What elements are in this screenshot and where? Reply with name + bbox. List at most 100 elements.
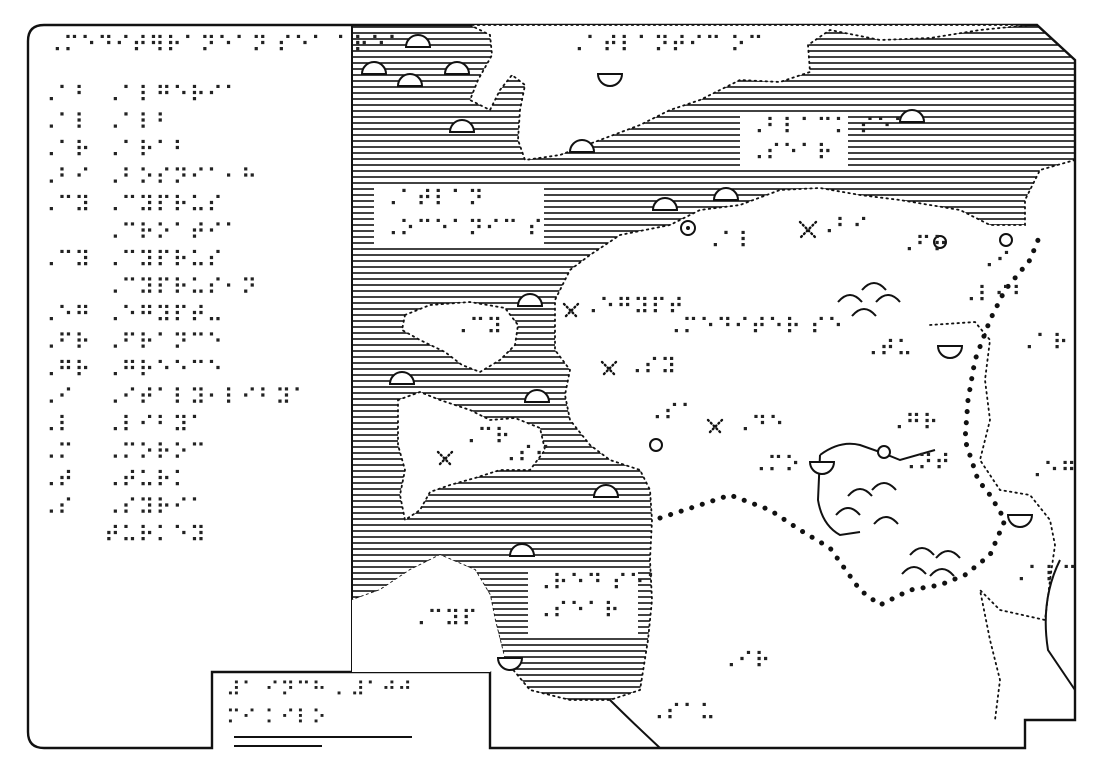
mountain-icon: [851, 308, 877, 317]
star-markers: [436, 220, 818, 468]
star-icon: [600, 360, 618, 378]
mountain-icon: [871, 482, 897, 491]
mountain-icon: [929, 568, 955, 577]
legend-key: ⠠⠑⠛: [40, 303, 91, 328]
legend-key: ⠠⠉⠽: [40, 193, 91, 218]
port-icon: [448, 119, 476, 133]
port-icon: [936, 345, 964, 359]
star-icon: [798, 220, 818, 240]
legend-key: ⠠⠁⠗: [40, 138, 91, 163]
port-icon: [508, 543, 536, 557]
land-south-west: [352, 555, 505, 672]
legend-key: ⠠⠞: [40, 468, 74, 493]
star-icon: [706, 418, 724, 436]
label-land-7: ⠠⠎⠽: [626, 355, 677, 380]
label-land-15: ⠠⠑⠛: [1026, 459, 1077, 484]
label-land-12: ⠠⠛⠗: [888, 411, 939, 436]
legend-label: ⠠⠊⠞⠁⠇⠽⠂⠇⠊⠃⠽⠁: [104, 386, 309, 411]
city-icon: [933, 235, 947, 249]
label-land-4: ⠠⠊: [978, 249, 1012, 274]
label-box: [740, 112, 848, 166]
label-land-11: ⠠⠙⠑: [734, 413, 785, 438]
legend-label: ⠠⠃⠕⠎⠝⠊⠁⠂⠓: [104, 166, 258, 191]
port-icon: [898, 109, 926, 123]
legend-title: ⠠⠍⠑⠙⠊⠞⠻⠗⠁⠝⠑⠁⠝ ⠎⠑⠁ ⠁⠗⠑⠁: [46, 33, 404, 58]
legend-key: ⠠⠁⠃: [40, 83, 91, 108]
label-land-13: ⠠⠍⠕: [750, 453, 801, 478]
mountain-icon: [909, 547, 935, 556]
legend-label: ⠠⠉⠗⠕⠁⠞⠊⠁: [104, 221, 241, 246]
label-black-sea: ⠠⠃⠇⠁⠉⠅ ⠎⠑⠁: [748, 115, 910, 140]
legend-label: ⠠⠋⠗⠁⠝⠉⠑: [104, 331, 224, 356]
land-north: [468, 24, 1031, 161]
label-land-6: ⠠⠑⠛⠽⠏⠞: [582, 295, 685, 320]
mountain-icon: [837, 294, 863, 303]
scale-line-2: ⠍⠊ ⠅⠊⠇⠕: [226, 705, 327, 729]
city-icon: [877, 445, 891, 459]
label-land-3: ⠠⠋⠗: [898, 233, 949, 258]
legend-key: ⠠⠎: [40, 496, 74, 521]
lake-outline: [816, 442, 936, 537]
label-black-sea-2: ⠠⠎⠑⠁⠗: [748, 141, 834, 166]
legend-key: ⠠⠊: [40, 386, 74, 411]
island-large: [400, 301, 519, 373]
port-icon: [1006, 514, 1034, 528]
port-markers: [360, 34, 926, 557]
port-icon: [568, 139, 596, 153]
legend-key: ⠠⠛⠗: [40, 358, 91, 383]
label-west-sea-1: ⠠⠁⠞⠇⠁⠝: [382, 187, 485, 212]
mountain-icon: [873, 516, 899, 525]
legend-label: ⠠⠇⠊⠃⠽⠁: [104, 413, 207, 438]
label-island-1: ⠠⠉⠽: [452, 315, 503, 340]
legend-rows: ⠠⠁⠃⠠⠁⠇⠛⠑⠗⠊⠁⠠⠁⠇⠠⠁⠇⠃⠠⠁⠗⠠⠁⠗⠁⠃⠠⠃⠊⠠⠃⠕⠎⠝⠊⠁⠂⠓⠠⠉…: [40, 83, 309, 548]
star-icon: [562, 302, 580, 320]
port-icon: [388, 371, 416, 385]
city-icon: [649, 438, 663, 452]
mountain-markers: [835, 282, 961, 577]
label-land-16: ⠠⠁⠇⠉: [1010, 563, 1078, 588]
legend-label: ⠠⠑⠛⠽⠏⠞⠤: [104, 303, 224, 328]
label-land-5: ⠠⠇⠊⠃: [960, 283, 1028, 308]
mountain-icon: [861, 282, 887, 291]
island-sicily: [397, 391, 546, 522]
capital-dot: [686, 226, 690, 230]
mountain-icon: [875, 294, 901, 303]
scale-line-1: ⠼⠁ ⠊⠝⠉⠓ ⠄⠼⠁⠚⠚: [226, 677, 413, 701]
mountain-icon: [935, 550, 961, 559]
river-east: [1044, 559, 1076, 691]
port-icon: [404, 34, 432, 48]
legend-label: ⠠⠉⠽⠏⠗⠥⠎: [104, 193, 224, 218]
river-nile: [609, 699, 661, 749]
label-land-9: ⠠⠁⠗: [1018, 331, 1069, 356]
legend-label: ⠠⠉⠽⠏⠗⠥⠎: [104, 248, 224, 273]
port-icon: [396, 73, 424, 87]
legend-label: ⠠⠁⠇⠛⠑⠗⠊⠁: [104, 83, 241, 108]
legend-label: ⠠⠍⠕⠗⠕⠉: [104, 441, 207, 466]
legend-key: ⠠⠉⠽: [40, 248, 91, 273]
port-icon: [443, 61, 471, 75]
label-island-2: ⠠⠉⠗: [460, 425, 511, 450]
legend-key: ⠠⠇: [40, 413, 74, 438]
mountain-icon: [901, 566, 927, 575]
port-icon: [360, 61, 388, 75]
label-box: [374, 186, 544, 246]
legend-label: ⠞⠥⠗⠅⠑⠽: [104, 523, 207, 548]
label-land-10: ⠠⠎⠁: [646, 401, 697, 426]
label-sea-top: ⠠⠁⠞⠇⠁⠝⠞⠊⠉ ⠕⠉: [568, 33, 764, 58]
legend-key: ⠠⠍: [40, 441, 74, 466]
label-red-sea-1: ⠠⠗⠑⠙ ⠎⠑⠁: [535, 571, 663, 596]
coastline-east: [929, 321, 1056, 721]
label-red-sea-2: ⠠⠎⠑⠁⠗: [535, 599, 621, 624]
border-south: [657, 232, 1043, 608]
mountain-icon: [835, 507, 861, 516]
legend-label: ⠠⠉⠽⠏⠗⠥⠎⠂⠝: [104, 276, 258, 301]
legend-key: ⠠⠁⠇: [40, 111, 91, 136]
port-icon: [596, 73, 624, 87]
map-frame: [26, 23, 1077, 750]
legend-label: ⠠⠎⠽⠗⠊⠁: [104, 496, 207, 521]
label-west-sea-2: ⠠⠕⠉⠑⠁⠝⠊⠉ ⠎: [382, 217, 544, 242]
mountain-icon: [847, 488, 873, 497]
label-main-sea: ⠠⠍⠑⠙⠊⠞⠑⠗ ⠎⠑: [665, 315, 844, 340]
label-land-2: ⠠⠃⠊: [818, 215, 869, 240]
